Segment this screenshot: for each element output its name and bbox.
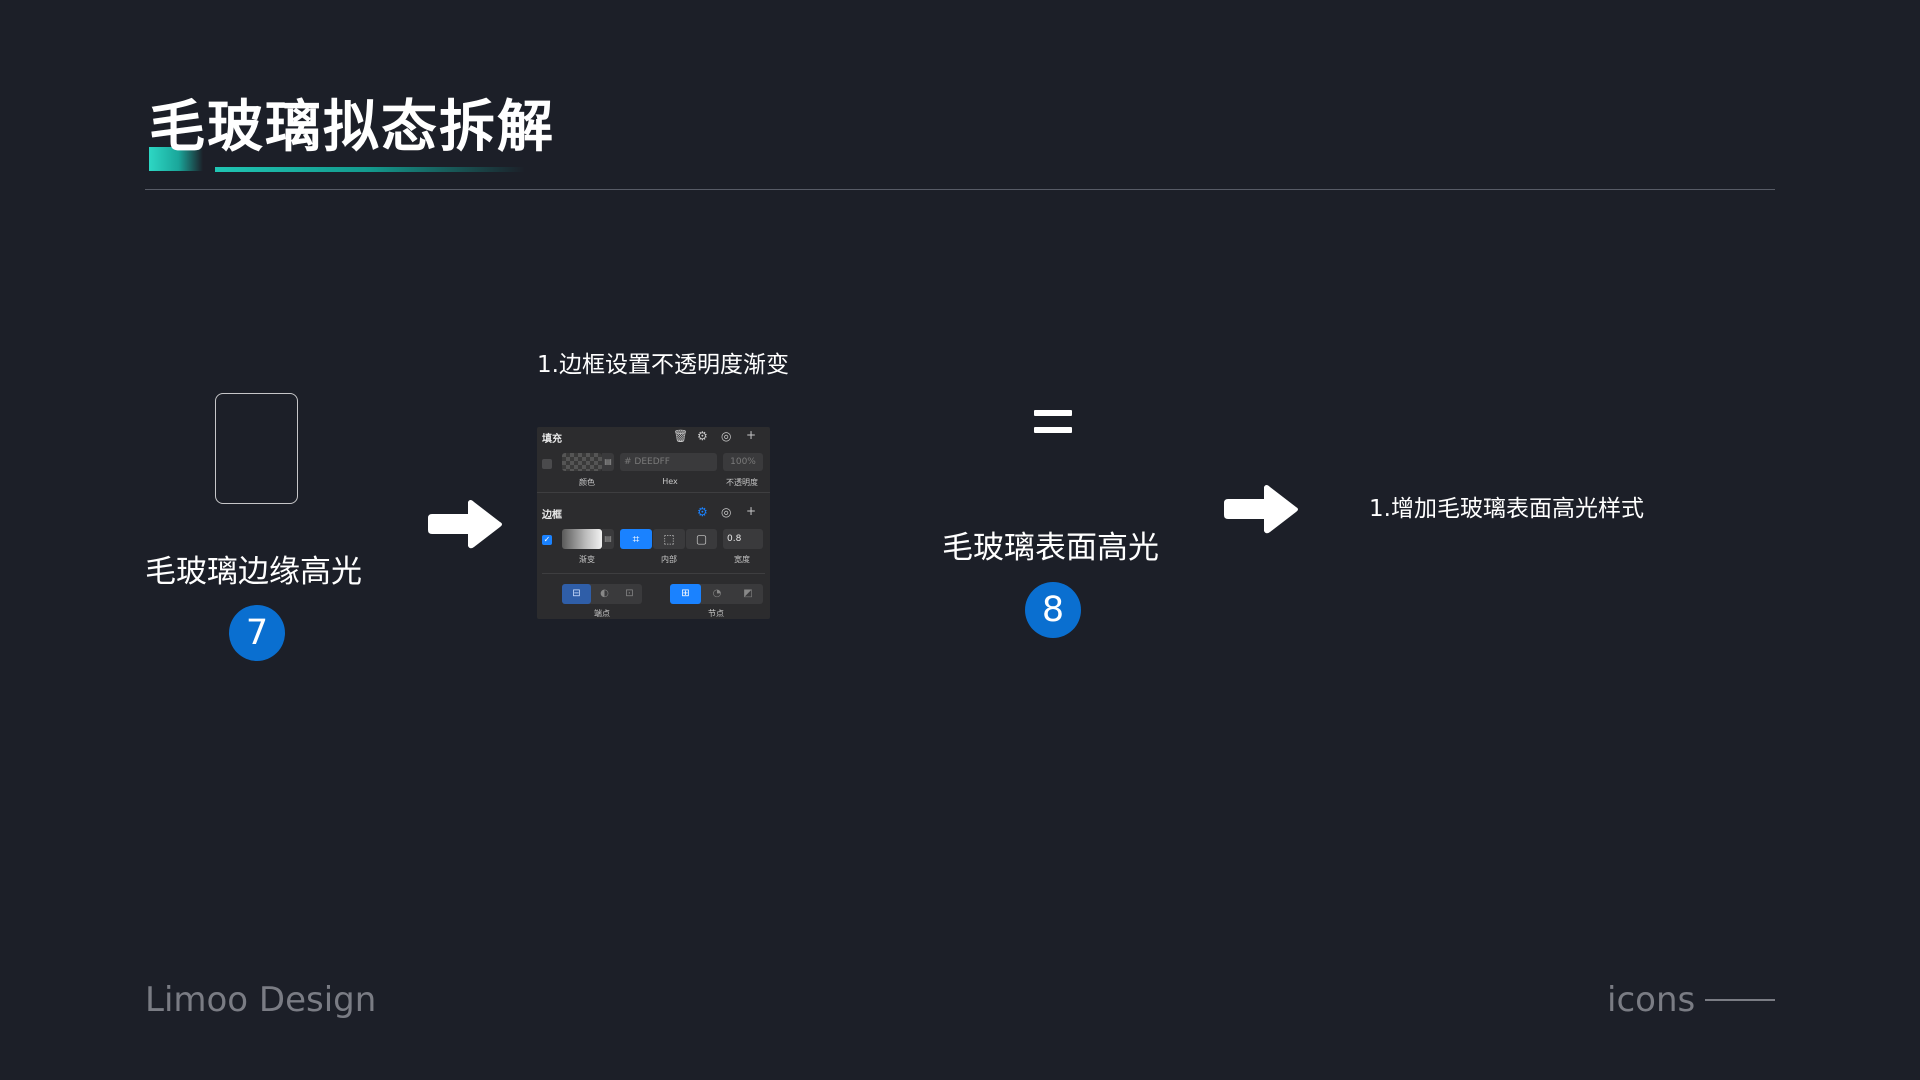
endpoint-label: 端点 <box>577 608 627 619</box>
border-checkbox[interactable]: ✓ <box>542 535 552 545</box>
page-title: 毛玻璃拟态拆解 <box>149 92 555 164</box>
equals-sign-bottom <box>1034 427 1072 433</box>
border-gradient-swatch[interactable] <box>562 529 602 549</box>
panel-divider <box>537 492 770 493</box>
fill-section-title: 填充 <box>542 430 562 445</box>
endpoint-round-button[interactable]: ◐ <box>592 584 617 604</box>
border-outside-button[interactable]: ▢ <box>686 529 717 549</box>
fill-opacity-label: 不透明度 <box>717 477 767 488</box>
endpoint-square-button[interactable]: ⊡ <box>617 584 642 604</box>
gear-icon[interactable]: ⚙ <box>697 430 708 442</box>
border-gradient-label: 渐变 <box>562 554 612 565</box>
fill-opacity-input[interactable]: 100% <box>723 453 763 471</box>
step-badge-7: 7 <box>229 605 285 661</box>
style-settings-panel: 填充 🗑 ⚙ ◎ + ▤ # DEEDFF 100% 颜色 Hex 不透明度 边… <box>537 427 770 619</box>
joint-miter-button[interactable]: ⊞ <box>670 584 701 604</box>
panel-divider-2 <box>542 573 765 574</box>
fill-color-label: 颜色 <box>562 477 612 488</box>
footer-line <box>1705 999 1775 1001</box>
title-accent-line <box>215 167 525 172</box>
fill-hex-input[interactable]: # DEEDFF <box>620 453 717 471</box>
step1-caption: 1.边框设置不透明度渐变 <box>537 350 789 380</box>
fill-checkbox[interactable] <box>542 459 552 469</box>
fill-color-swatch[interactable] <box>562 453 602 471</box>
surface-highlight-label: 毛玻璃表面高光 <box>942 528 1159 568</box>
footer-section-label: icons <box>1607 978 1695 1022</box>
arrow-right-icon <box>428 496 506 552</box>
blend-mode-icon[interactable]: ◎ <box>721 430 731 442</box>
add-border-icon[interactable]: + <box>746 505 756 517</box>
border-gear-icon[interactable]: ⚙ <box>697 506 708 518</box>
trash-icon[interactable]: 🗑 <box>673 430 688 442</box>
color-mode-icon[interactable]: ▤ <box>602 453 614 471</box>
fill-hex-label: Hex <box>645 477 695 486</box>
border-position-label: 内部 <box>644 554 694 565</box>
border-width-label: 宽度 <box>717 554 767 565</box>
endpoint-butt-button[interactable]: ⊟ <box>562 584 591 604</box>
border-section-title: 边框 <box>542 506 562 521</box>
gradient-mode-icon[interactable]: ▤ <box>602 529 614 549</box>
step-badge-8: 8 <box>1025 582 1081 638</box>
joint-round-button[interactable]: ◔ <box>702 584 732 604</box>
add-fill-icon[interactable]: + <box>746 429 756 441</box>
footer-brand: Limoo Design <box>145 978 376 1022</box>
glass-card-illustration <box>215 393 298 504</box>
border-center-button[interactable]: ⌗ <box>620 529 652 549</box>
edge-highlight-label: 毛玻璃边缘高光 <box>145 552 362 592</box>
border-inside-button[interactable]: ⬚ <box>653 529 685 549</box>
arrow-right-icon-2 <box>1224 481 1302 537</box>
border-blend-icon[interactable]: ◎ <box>721 506 731 518</box>
border-width-input[interactable]: 0.8 <box>723 529 763 549</box>
equals-sign-top <box>1034 410 1072 416</box>
header-divider <box>145 189 1775 190</box>
joint-bevel-button[interactable]: ◩ <box>733 584 763 604</box>
joint-label: 节点 <box>691 608 741 619</box>
step2-caption: 1.增加毛玻璃表面高光样式 <box>1369 494 1644 524</box>
